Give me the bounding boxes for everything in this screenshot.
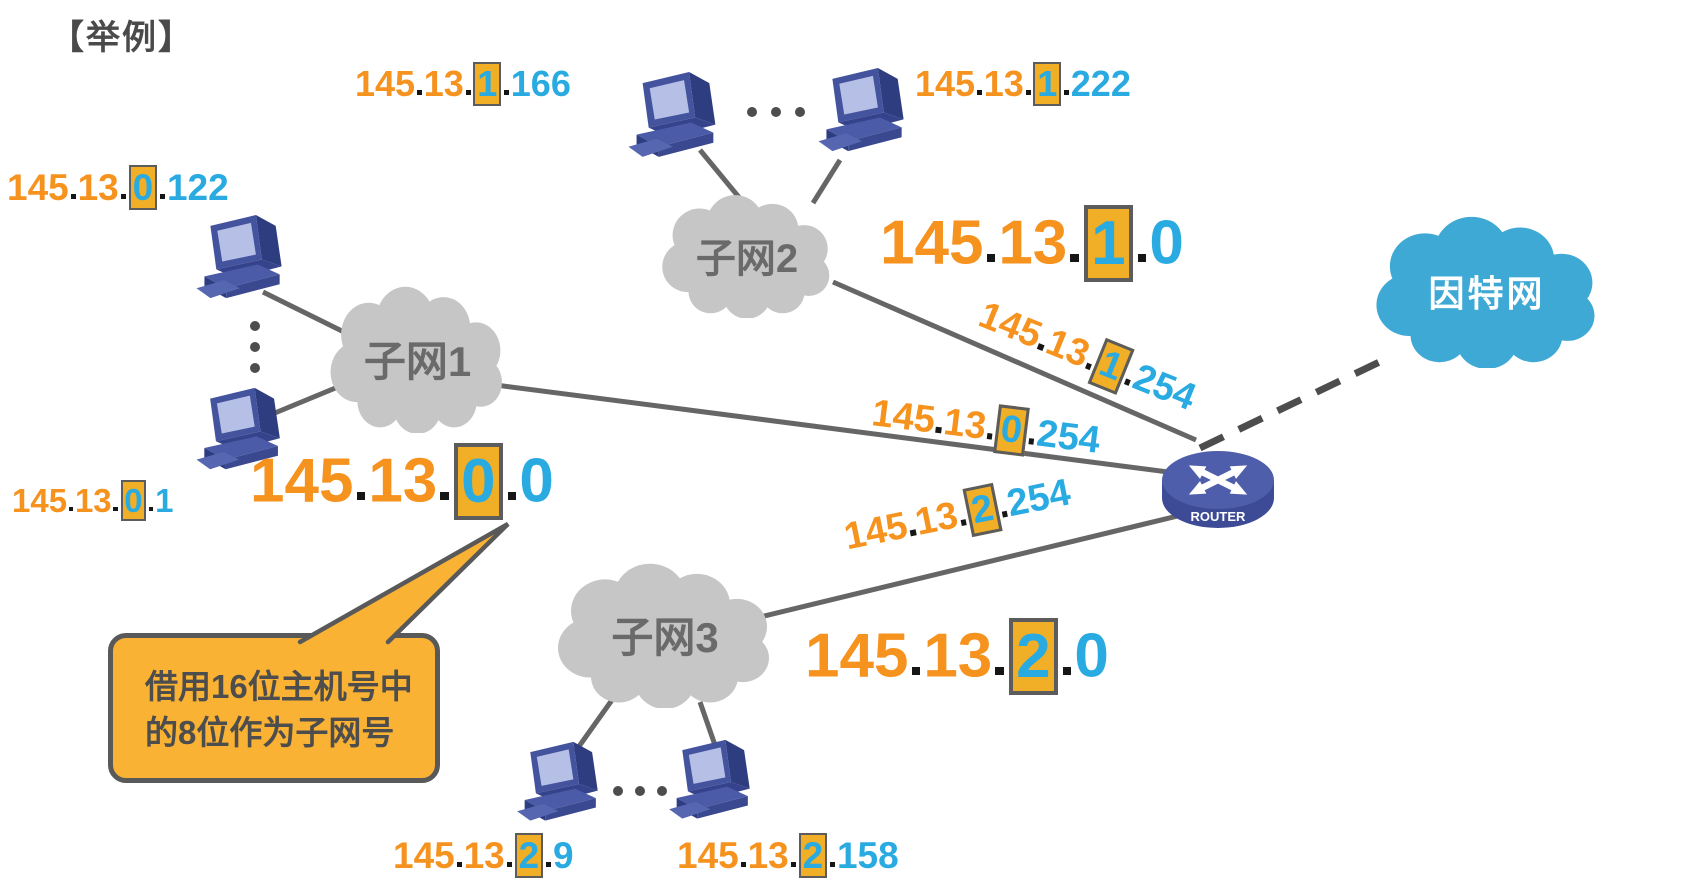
router-label: ROUTER (1191, 509, 1247, 524)
computer-icon (516, 740, 612, 829)
ellipsis-dots-bottom (613, 786, 667, 796)
subnet1-label: 子网1 (363, 337, 472, 385)
subnet3-cloud: 子网3 (545, 560, 785, 708)
internet-label: 因特网 (1428, 272, 1546, 314)
page-title: 【举例】 (50, 19, 194, 57)
callout-text-line1: 借用16位主机号中 (145, 668, 413, 705)
link-subnet3-router (726, 510, 1191, 628)
subnet1-cloud: 子网1 (320, 283, 515, 433)
link-pc-subnet3 (697, 701, 719, 749)
ellipsis-dots-top (747, 107, 805, 117)
ellipsis-dots-left (250, 321, 260, 373)
subnet2-cloud: 子网2 (652, 192, 842, 318)
callout-bubble: 借用16位主机号中 的8位作为子网号 (108, 633, 440, 783)
computer-icon (195, 213, 297, 307)
subnet3-label: 子网3 (611, 613, 719, 661)
link-subnet2-router (832, 279, 1197, 443)
computer-icon (668, 738, 764, 827)
computer-icon (818, 66, 918, 160)
router-icon: ROUTER (1162, 451, 1274, 528)
callout-text-line2: 的8位作为子网号 (145, 714, 395, 752)
link-pc-subnet1 (261, 289, 352, 338)
subnet2-label: 子网2 (695, 237, 799, 281)
link-pc-subnet2 (810, 158, 843, 205)
link-pc-subnet3 (572, 698, 615, 754)
computer-icon (627, 70, 731, 166)
link-router-internet-dashed (1198, 352, 1394, 452)
link-subnet1-router (487, 381, 1177, 476)
internet-cloud: 因特网 (1363, 213, 1611, 368)
